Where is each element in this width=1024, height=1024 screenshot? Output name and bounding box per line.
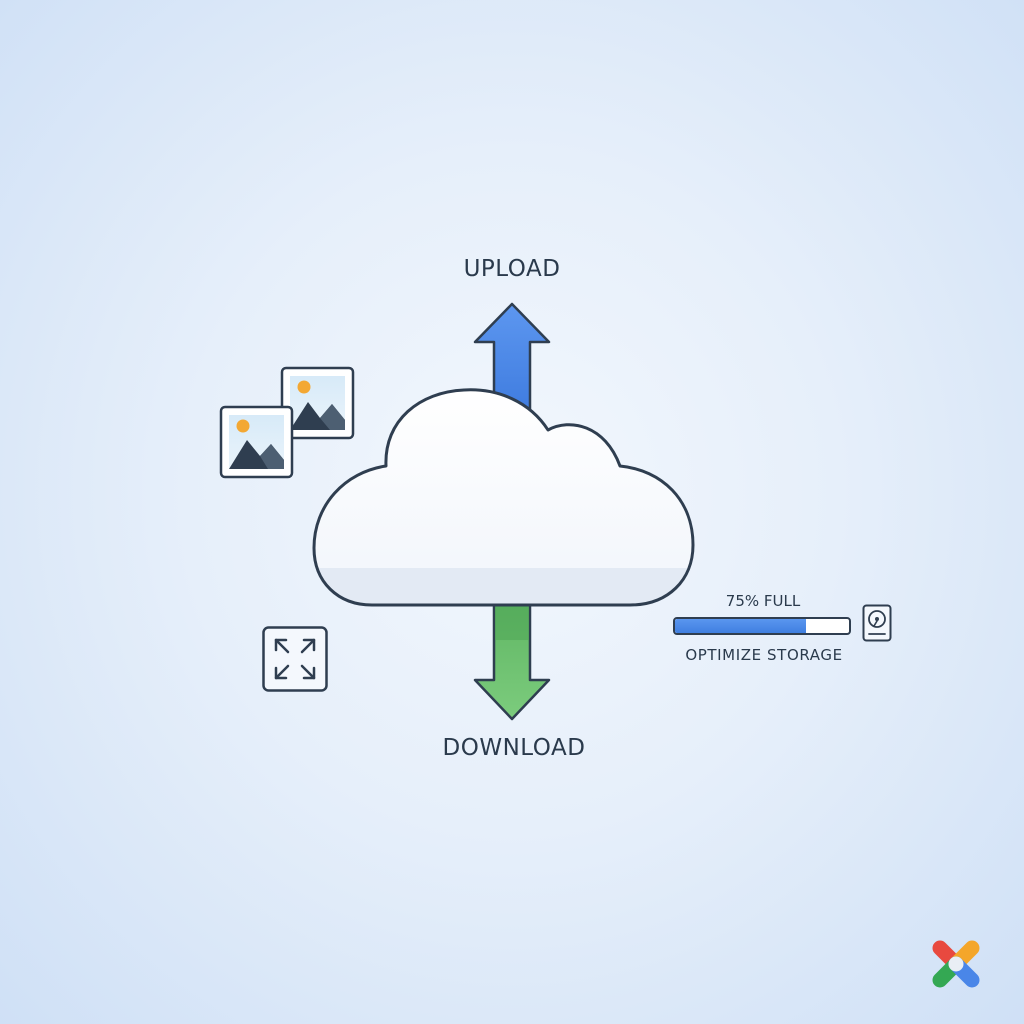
storage-progress-fill (675, 619, 806, 633)
image-icon-front (219, 405, 294, 479)
storage-usage-text: 75% FULL (725, 592, 801, 610)
optimize-storage-button[interactable]: OPTIMIZE STORAGE (685, 646, 843, 664)
storage-progress-bar (673, 617, 851, 635)
storage-widget: 75% FULL OPTIMIZE STORAGE (672, 592, 896, 672)
image-icon-back (280, 366, 355, 440)
logo-icon (932, 940, 980, 988)
download-arrow-icon[interactable] (473, 596, 551, 721)
upload-label: UPLOAD (463, 256, 561, 282)
hard-drive-icon (862, 604, 892, 642)
download-label: DOWNLOAD (442, 735, 586, 761)
photos-icon (219, 366, 355, 479)
expand-icon[interactable] (262, 626, 328, 692)
cloud-icon (312, 388, 695, 607)
